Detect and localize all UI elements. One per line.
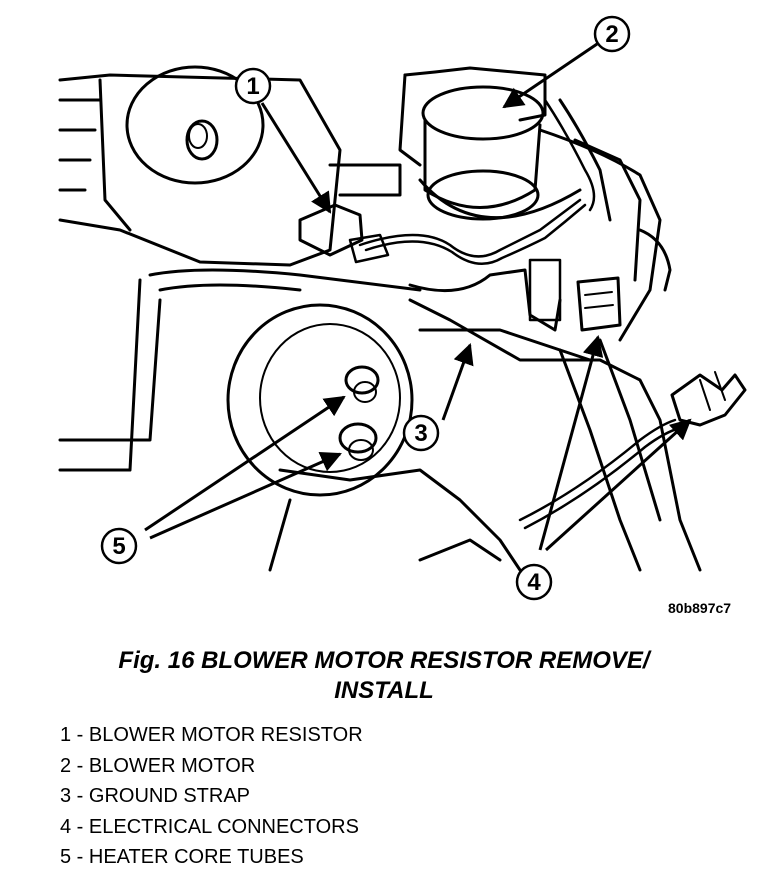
callout-4-label: 4: [527, 569, 541, 596]
figure-caption: Fig. 16 BLOWER MOTOR RESISTOR REMOVE/ IN…: [0, 646, 768, 706]
leader-5a: [144, 395, 346, 532]
leader-4a: [538, 334, 604, 551]
legend-item: 5 - HEATER CORE TUBES: [60, 846, 304, 868]
leader-2: [502, 40, 601, 109]
blower-motor-illustration: 1 2 3 4 5: [58, 15, 747, 601]
caption-line-2: INSTALL: [334, 677, 434, 704]
caption-line-1: Fig. 16 BLOWER MOTOR RESISTOR REMOVE/: [118, 647, 650, 674]
legend-item: 4 - ELECTRICAL CONNECTORS: [60, 815, 359, 838]
callout-5: 5: [100, 527, 138, 565]
callout-1: 1: [234, 67, 272, 105]
callout-5-label: 5: [112, 533, 125, 560]
leader-3: [441, 343, 474, 421]
leader-1: [260, 102, 332, 214]
legend-item: 3 - GROUND STRAP: [60, 785, 251, 807]
callout-1-label: 1: [246, 73, 259, 100]
callout-2-label: 2: [605, 21, 618, 48]
leader-5b: [149, 452, 342, 540]
callout-4: 4: [515, 563, 553, 601]
callout-3-label: 3: [414, 420, 427, 447]
line-art: [58, 65, 747, 572]
leader-4b: [544, 418, 692, 552]
figure-id-code: 80b897c7: [668, 600, 732, 616]
callout-3: 3: [402, 414, 440, 452]
legend-item: 2 - BLOWER MOTOR: [60, 754, 256, 777]
callout-2: 2: [593, 15, 631, 53]
legend-item: 1 - BLOWER MOTOR RESISTOR: [60, 724, 363, 746]
parts-legend: 1 - BLOWER MOTOR RESISTOR 2 - BLOWER MOT…: [60, 720, 363, 873]
leader-lines: [144, 40, 692, 552]
callouts: 1 2 3 4 5: [100, 15, 631, 601]
